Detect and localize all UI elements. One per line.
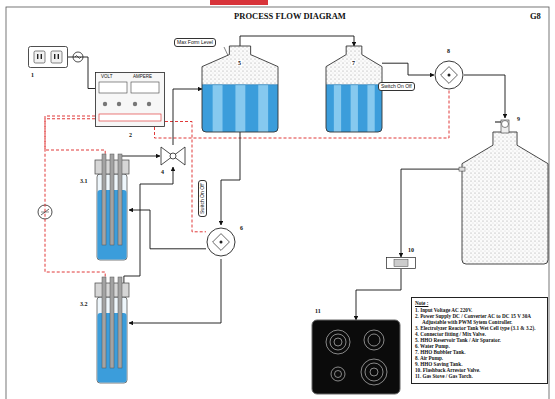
bubbler-tank-shape [326, 46, 382, 132]
power-outlet: 1 [28, 46, 68, 68]
note-line: 11. Gas Stove / Gas Torch. [415, 374, 544, 380]
callout-number: 9 [516, 116, 521, 122]
flow-connector [129, 210, 206, 249]
component-label: AMPERE [133, 75, 152, 80]
mix-valve: 4 [160, 145, 186, 167]
note-box: Note :1. Input Voltage AC 220V.2. Power … [411, 297, 548, 384]
reactor-tank-shape [95, 283, 129, 383]
flow-connector [240, 36, 354, 46]
component-label: Switch On Off [378, 82, 415, 91]
callout-number: 10 [407, 247, 415, 253]
air-pump-shape [434, 60, 464, 90]
flow-connector [464, 75, 505, 118]
reservoir-tank: 5Max Form Level [202, 46, 278, 132]
reactor-tank: 3.2 [95, 283, 129, 383]
flow-connector [124, 167, 173, 283]
air-pump: 8Switch On Off [434, 60, 464, 90]
flow-connector [45, 119, 105, 283]
callout-number: 3.2 [79, 301, 89, 307]
mix-valve-shape [160, 145, 186, 167]
flow-connector [173, 89, 202, 145]
callout-number: 3.1 [79, 178, 89, 184]
flow-connector [356, 269, 401, 320]
callout-number: 7 [351, 60, 356, 66]
power-outlet-shape [28, 46, 68, 68]
header-strip [210, 0, 268, 5]
gas-stove: 11 [312, 320, 400, 394]
flashback-arrestor-shape [386, 257, 416, 269]
power-supply-shape [95, 72, 165, 127]
note-line: Note : [415, 301, 544, 307]
flow-connector [129, 259, 221, 323]
flow-connector [221, 132, 240, 225]
diagram-title: PROCESS FLOW DIAGRAM [234, 12, 346, 21]
callout-number: 11 [314, 308, 322, 314]
callout-number: 5 [237, 60, 242, 66]
flow-connector [121, 156, 161, 160]
sheet-code: G8 [530, 12, 541, 21]
ammeter-symbol [38, 205, 52, 219]
water-pump-shape [206, 225, 236, 259]
flashback-arrestor: 10 [386, 257, 416, 269]
component-label: VOLT [101, 75, 112, 80]
frame [6, 7, 549, 399]
note-line: 2. Power Supply DC / Converter AC to DC … [415, 314, 544, 326]
callout-number: 6 [239, 225, 244, 231]
water-pump: 6Switch On Off [206, 225, 236, 259]
bubbler-tank: 7 [326, 46, 382, 132]
callout-number: 4 [160, 169, 165, 175]
callout-number: 1 [30, 72, 35, 78]
reactor-tank: 3.1 [95, 160, 129, 260]
power-supply: 2VOLTAMPERE [95, 72, 165, 127]
component-label: Switch On Off [198, 180, 207, 217]
flow-connector [382, 63, 434, 75]
callout-number: 8 [446, 48, 451, 54]
saving-tank: 9 [462, 118, 548, 264]
saving-tank-shape [462, 118, 548, 264]
reactor-tank-shape [95, 160, 129, 260]
component-label: Max Form Level [174, 38, 216, 47]
flow-connector [155, 90, 450, 138]
flow-connector [401, 169, 462, 257]
reservoir-tank-shape [202, 46, 278, 132]
gas-stove-shape [312, 320, 400, 394]
flow-connector [68, 57, 95, 89]
callout-number: 2 [128, 132, 133, 138]
